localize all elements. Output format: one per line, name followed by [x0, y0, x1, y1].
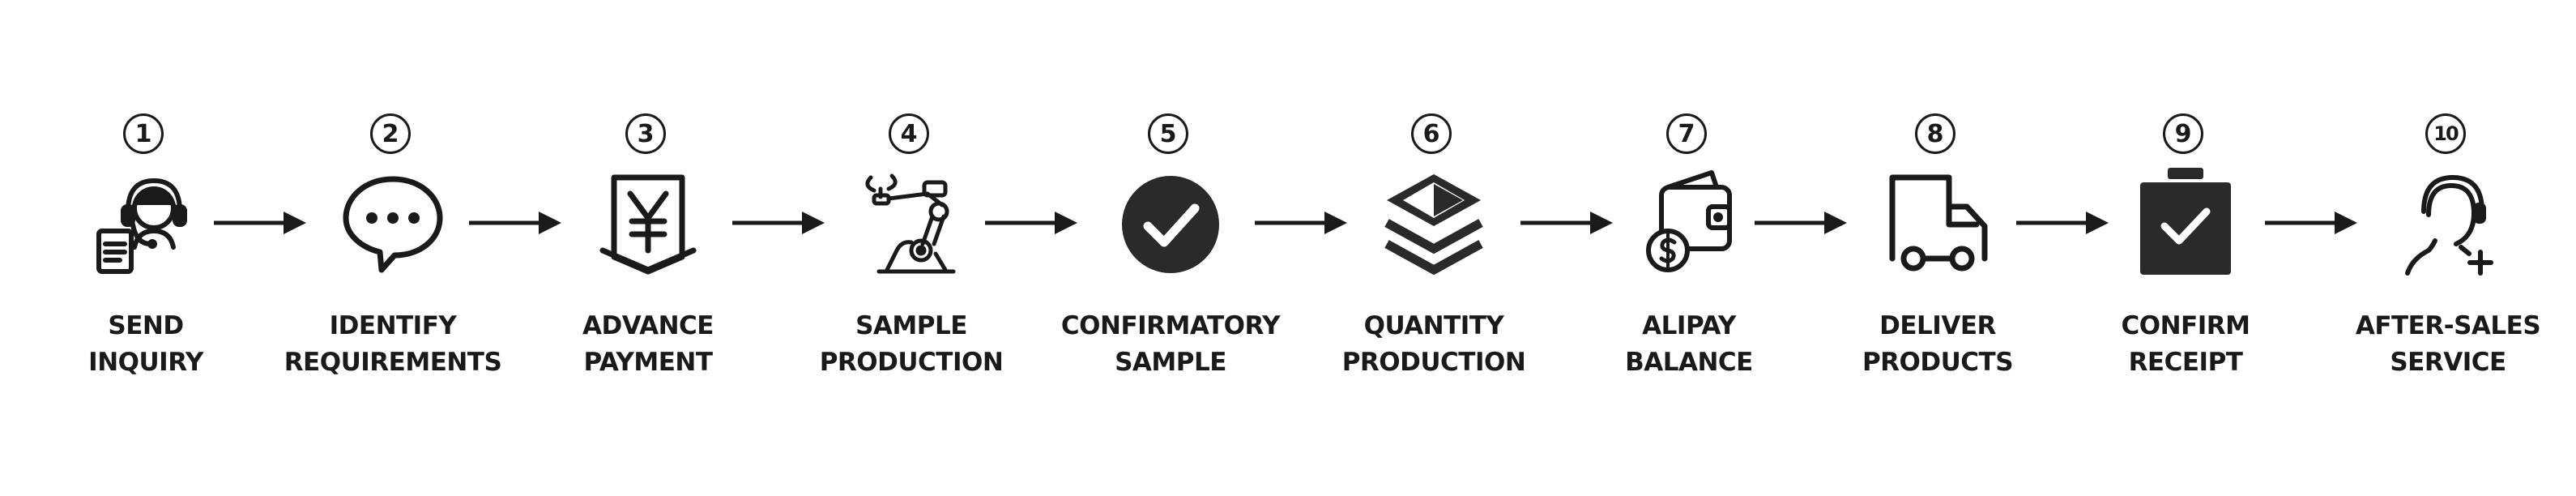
- step-label-line: SAMPLE: [1115, 348, 1226, 377]
- step-deliver-products: 8 DELIVER PRODUCTS: [1824, 0, 2051, 496]
- step-label-line: CONFIRM: [2121, 311, 2250, 340]
- step-advance-payment: 3 ADVANCE PAYMENT: [535, 0, 761, 496]
- arrow-right-icon: [211, 207, 308, 239]
- step-after-sales-service: 10 AFTER-SALES SERVICE: [2335, 0, 2561, 496]
- arrow-right-icon: [982, 207, 1079, 239]
- step-label-line: SAMPLE: [855, 311, 967, 340]
- arrow-right-icon: [729, 207, 826, 239]
- clipboard-check-icon: [2129, 166, 2242, 280]
- step-number-badge: 3: [625, 113, 666, 154]
- step-alipay-balance: 7 ALIPAY BALANCE: [1576, 0, 1802, 496]
- step-sample-production: 4 SAMPLE PRODUCTION: [798, 0, 1025, 496]
- step-label-line: DELIVER: [1879, 311, 1996, 340]
- step-label: CONFIRM RECEIPT: [2072, 308, 2299, 381]
- step-label-line: ADVANCE: [582, 311, 714, 340]
- step-label-line: REQUIREMENTS: [284, 348, 502, 377]
- step-confirmatory-sample: 5 CONFIRMATORY SAMPLE: [1057, 0, 1284, 496]
- step-number-badge: 7: [1666, 113, 1707, 154]
- step-label-line: SEND: [108, 311, 184, 340]
- arrow-right-icon: [2013, 207, 2110, 239]
- arrow-right-icon: [1751, 207, 1849, 239]
- step-label: ALIPAY BALANCE: [1576, 308, 1802, 381]
- step-number-badge: 10: [2425, 113, 2466, 154]
- check-circle-icon: [1114, 166, 1227, 280]
- yen-payment-icon: [591, 166, 705, 280]
- arrow-right-icon: [2262, 207, 2359, 239]
- step-identify-requirements: 2 IDENTIFY REQUIREMENTS: [279, 0, 506, 496]
- step-number-badge: 9: [2163, 113, 2203, 154]
- step-label-line: SERVICE: [2390, 348, 2506, 377]
- speech-bubble-icon: [336, 166, 450, 280]
- step-label: ADVANCE PAYMENT: [535, 308, 761, 381]
- step-label-line: RECEIPT: [2128, 348, 2243, 377]
- layers-icon: [1377, 166, 1491, 280]
- step-label-line: CONFIRMATORY: [1060, 311, 1281, 340]
- step-label-line: INQUIRY: [88, 348, 203, 377]
- step-label-line: PRODUCTS: [1862, 348, 2014, 377]
- step-label-line: AFTER-SALES: [2355, 311, 2541, 340]
- customer-service-headset-icon: [89, 166, 203, 280]
- step-label: AFTER-SALES SERVICE: [2335, 308, 2561, 381]
- arrow-right-icon: [466, 207, 563, 239]
- step-label: QUANTITY PRODUCTION: [1320, 308, 1547, 381]
- step-label: CONFIRMATORY SAMPLE: [1057, 308, 1284, 381]
- step-label-line: PRODUCTION: [819, 348, 1004, 377]
- step-label: DELIVER PRODUCTS: [1824, 308, 2051, 381]
- step-number-badge: 5: [1148, 113, 1188, 154]
- step-quantity-production: 6 QUANTITY PRODUCTION: [1320, 0, 1547, 496]
- delivery-truck-icon: [1881, 166, 1994, 280]
- wallet-dollar-icon: [1632, 166, 1746, 280]
- step-label: SEND INQUIRY: [32, 308, 259, 381]
- step-number-badge: 8: [1915, 113, 1955, 154]
- step-label-line: QUANTITY: [1363, 311, 1504, 340]
- step-label-line: BALANCE: [1625, 348, 1753, 377]
- step-label: IDENTIFY REQUIREMENTS: [279, 308, 506, 381]
- step-label-line: IDENTIFY: [329, 311, 457, 340]
- step-label-line: ALIPAY: [1642, 311, 1736, 340]
- step-label-line: PAYMENT: [583, 348, 713, 377]
- arrow-right-icon: [1517, 207, 1614, 239]
- step-label-line: PRODUCTION: [1341, 348, 1526, 377]
- step-number-badge: 6: [1411, 113, 1452, 154]
- user-support-icon: [2391, 166, 2505, 280]
- step-confirm-receipt: 9 CONFIRM RECEIPT: [2072, 0, 2299, 496]
- step-send-inquiry: 1 SEND INQUIRY: [32, 0, 259, 496]
- step-number-badge: 4: [889, 113, 929, 154]
- step-label: SAMPLE PRODUCTION: [798, 308, 1025, 381]
- step-number-badge: 2: [370, 113, 411, 154]
- arrow-right-icon: [1252, 207, 1349, 239]
- robot-arm-icon: [855, 166, 968, 280]
- step-number-badge: 1: [123, 113, 164, 154]
